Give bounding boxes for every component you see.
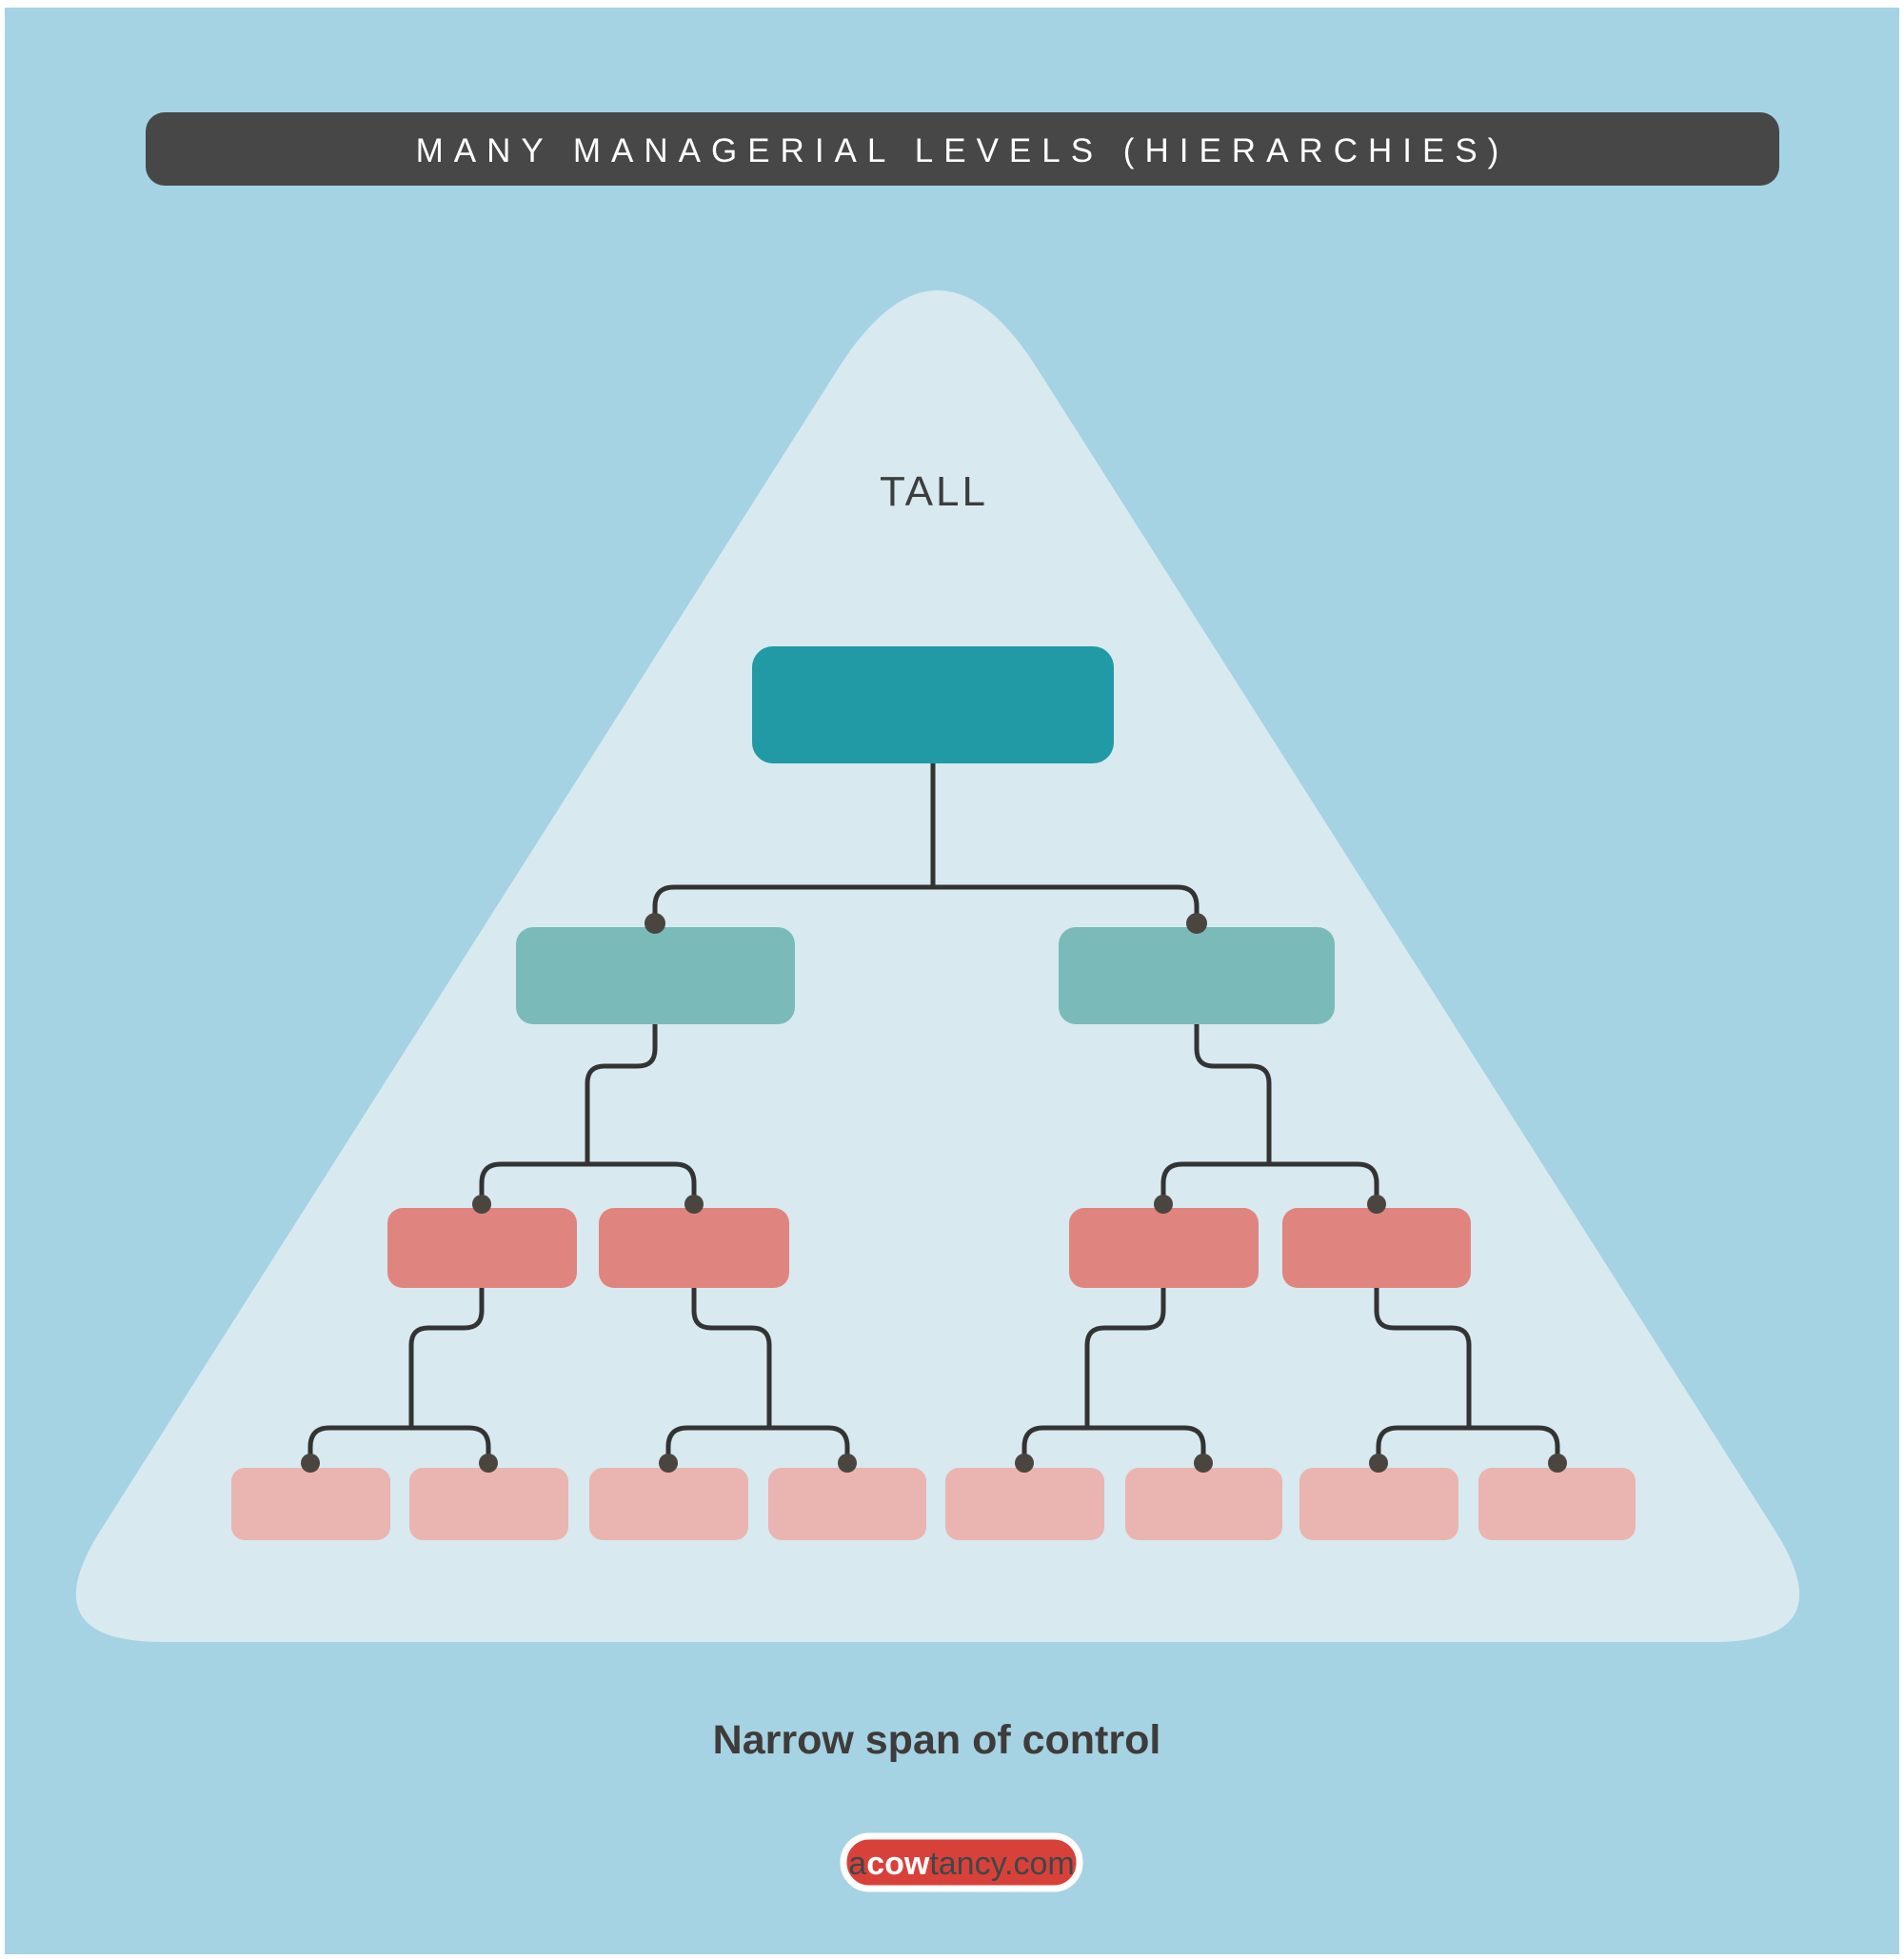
node-level4-4 xyxy=(768,1468,926,1540)
caption-text: Narrow span of control xyxy=(713,1717,1161,1763)
connector-l3c-bracket xyxy=(1021,1425,1206,1466)
connector-dot xyxy=(1369,1454,1388,1473)
brand-badge-pill[interactable] xyxy=(840,1832,1083,1892)
connector-dot xyxy=(838,1454,857,1473)
brand-prefix: a xyxy=(848,1846,866,1882)
connector-dot xyxy=(472,1195,491,1214)
node-level4-1 xyxy=(231,1468,390,1540)
brand-badge-text[interactable]: acowtancy.com xyxy=(848,1846,1074,1882)
connector-dot xyxy=(645,913,665,934)
connector-l1-bracket xyxy=(652,884,1200,926)
connector-dot xyxy=(1154,1195,1173,1214)
brand-suffix: tancy.com xyxy=(929,1846,1074,1882)
connector-dot xyxy=(1367,1195,1386,1214)
connector-dot xyxy=(659,1454,678,1473)
connector-l3d-stem xyxy=(1374,1285,1472,1431)
title-bar xyxy=(146,112,1779,186)
connector-dot xyxy=(479,1454,498,1473)
connector-l3a-bracket xyxy=(307,1425,491,1466)
connector-l2b-bracket xyxy=(1160,1161,1379,1207)
node-level2-2 xyxy=(1059,927,1335,1024)
connector-l2a-stem xyxy=(585,1021,658,1167)
connector-dot xyxy=(1015,1454,1034,1473)
connector-l3b-stem xyxy=(691,1285,772,1431)
node-level3-3 xyxy=(1069,1208,1259,1288)
node-level4-3 xyxy=(589,1468,748,1540)
connector-dot xyxy=(684,1195,704,1214)
node-level4-7 xyxy=(1299,1468,1458,1540)
connector-l2b-stem xyxy=(1194,1021,1272,1167)
connector-dot xyxy=(301,1454,320,1473)
pyramid-label: TALL xyxy=(880,468,988,515)
page-title: MANY MANAGERIAL LEVELS (HIERARCHIES) xyxy=(416,132,1510,169)
node-level4-8 xyxy=(1478,1468,1636,1540)
connector-l3a-stem xyxy=(408,1285,485,1431)
node-level4-5 xyxy=(945,1468,1104,1540)
connector-dot xyxy=(1186,913,1207,934)
brand-badge[interactable]: acowtancy.com xyxy=(840,1832,1083,1892)
connector-l3c-stem xyxy=(1084,1285,1166,1431)
node-level3-4 xyxy=(1282,1208,1471,1288)
node-level4-2 xyxy=(409,1468,568,1540)
node-level3-2 xyxy=(599,1208,789,1288)
connector-l2a-bracket xyxy=(479,1161,697,1207)
node-level3-1 xyxy=(387,1208,577,1288)
node-level4-6 xyxy=(1125,1468,1282,1540)
pyramid-triangle xyxy=(75,290,1800,1642)
connector-dot xyxy=(1194,1454,1213,1473)
connector-l3b-bracket xyxy=(665,1425,850,1466)
connector-dot xyxy=(1548,1454,1567,1473)
node-level1 xyxy=(752,646,1114,763)
connector-l3d-bracket xyxy=(1376,1425,1560,1466)
brand-cow: cow xyxy=(866,1846,930,1882)
node-level2-1 xyxy=(516,927,795,1024)
